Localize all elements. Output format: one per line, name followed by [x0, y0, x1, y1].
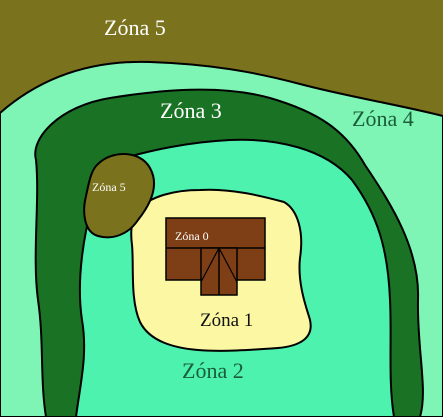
zone-3-label: Zóna 3	[160, 98, 222, 123]
zone-5-outer-label: Zóna 5	[104, 15, 166, 40]
zone-1-label: Zóna 1	[200, 310, 253, 331]
zone-0-label: Zóna 0	[175, 229, 209, 243]
zone-5-inner-label: Zóna 5	[92, 180, 126, 194]
zone-4-label: Zóna 4	[352, 106, 414, 131]
zone-2-label: Zóna 2	[182, 358, 244, 383]
